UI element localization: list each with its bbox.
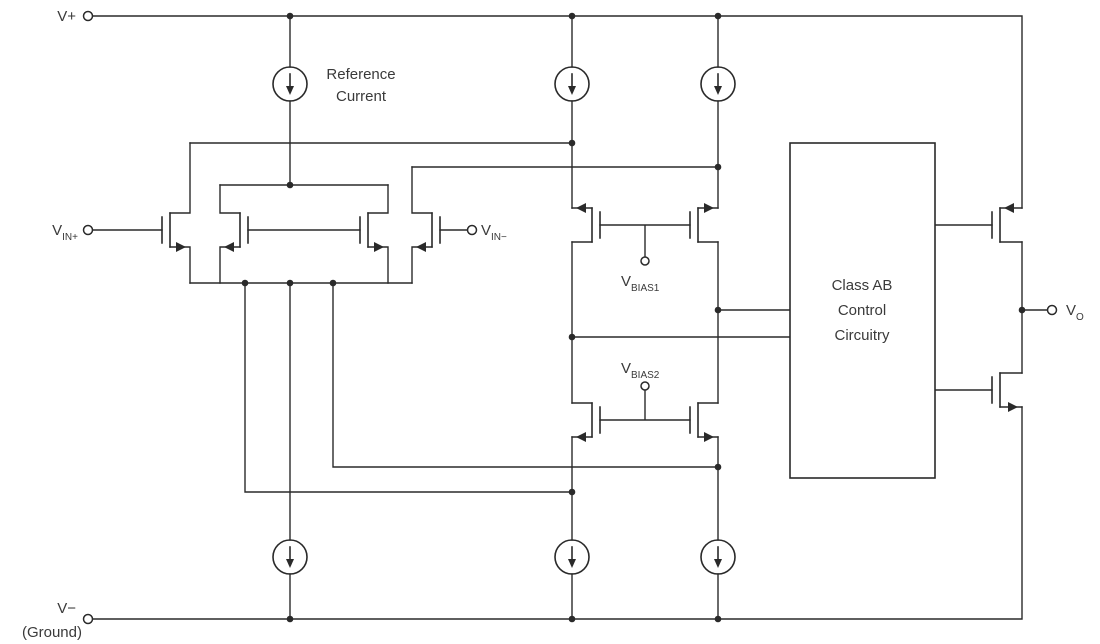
current-sources [272,66,736,575]
junction-dot [286,615,294,623]
bias2-gate-wire [599,389,691,421]
class-ab-block: Class AB Control Circuitry [789,142,936,479]
output-stage [991,203,1023,412]
fold-wire-lower-right [332,282,719,468]
junction-dot [286,181,294,189]
mosfet-cascode-upper-right-icon [689,203,719,243]
vout-terminal [1046,304,1058,316]
v-minus-label: V− [57,600,76,617]
vbias1-label: VBIAS1 [621,273,660,294]
junction-dot [286,12,294,20]
mosfet-input-4-icon [411,166,441,284]
vin-plus-label: VIN+ [52,222,78,243]
vin-minus-terminal [466,224,478,236]
vout-label: VO [1066,302,1084,323]
class-ab-label-line2: Control [838,302,886,319]
junction-dot [714,306,722,314]
junction-dot [241,279,249,287]
bias1-gate-wire [599,224,691,258]
mosfet-input-3-icon [359,184,389,284]
current-source-icon [272,539,308,575]
labels: V+ Reference Current VIN+ VIN− VBIAS1 VB… [22,8,1084,641]
vin-minus-label: VIN− [481,222,507,243]
vbias2-label: VBIAS2 [621,360,660,381]
mosfet-output-lower-icon [991,372,1023,412]
junction-dot [714,163,722,171]
mosfet-cascode-lower-left-icon [571,402,601,442]
cs-stub-wires [289,15,719,620]
junction-dot [568,615,576,623]
junction-dot [714,615,722,623]
vin-plus-terminal [82,224,94,236]
v-plus-label: V+ [57,8,76,25]
fold-wire-lower-left [244,282,573,493]
junction-dot [286,279,294,287]
junction-dot [568,12,576,20]
reference-current-source-icon [272,66,308,102]
v-minus-terminal [82,613,94,625]
vbias1-terminal [640,256,650,266]
current-source-icon [700,539,736,575]
mosfet-output-upper-icon [991,203,1023,243]
class-ab-label-line1: Class AB [832,277,893,294]
reference-current-label-line1: Reference [326,66,395,83]
class-ab-box [789,142,936,479]
junction-dots [241,12,1026,623]
junction-dot [568,488,576,496]
current-source-icon [700,66,736,102]
top-rail-wire [92,15,1023,209]
current-source-icon [554,66,590,102]
junction-dot [329,279,337,287]
current-source-icon [554,539,590,575]
ground-label: (Ground) [22,624,82,641]
mosfet-input-2-icon [219,184,249,284]
junction-dot [568,333,576,341]
bottom-rail-wire [92,406,1023,620]
mosfet-input-1-icon [161,142,191,284]
junction-dot [714,12,722,20]
mosfet-cascode-upper-left-icon [571,203,601,243]
terminals [82,10,1058,625]
input-stage [161,142,441,284]
cascode-stage [571,203,719,442]
v-plus-terminal [82,10,94,22]
reference-current-label-line2: Current [336,88,387,105]
junction-dot [568,139,576,147]
mosfet-cascode-lower-right-icon [689,402,719,442]
vbias2-terminal [640,381,650,391]
class-ab-label-line3: Circuitry [835,327,890,344]
junction-dot [714,463,722,471]
junction-dot [1018,306,1026,314]
